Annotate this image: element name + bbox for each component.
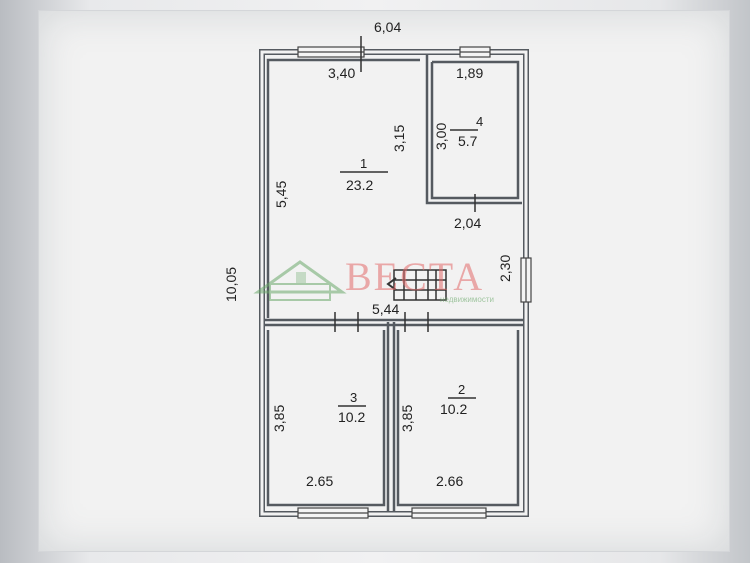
room3-number: 3 (350, 390, 357, 405)
room2-width-label: 2.66 (436, 473, 463, 489)
room1-inner (266, 58, 420, 318)
room4-width-label: 1,89 (456, 65, 483, 81)
room4-wall (425, 55, 522, 205)
corridor-height-label: 2,30 (497, 255, 513, 282)
window-top-right (459, 46, 491, 58)
window-top-left (297, 46, 365, 58)
room4-inner-wall (430, 60, 520, 200)
room2-number: 2 (458, 382, 465, 397)
watermark-tagline: недвижимости (440, 295, 494, 304)
window-bottom-right (411, 507, 487, 519)
room3-height-label: 3,85 (271, 405, 287, 432)
room1-right-wall-label: 3,15 (391, 125, 407, 152)
room4-height-label: 3,00 (433, 123, 449, 150)
room3-inner (266, 330, 386, 507)
window-bottom-left (297, 507, 369, 519)
window-right (520, 257, 532, 303)
interior-walls (265, 55, 523, 511)
windows (297, 46, 532, 519)
watermark-brand: ВЕСТА (345, 254, 484, 299)
staircase (386, 269, 447, 301)
room2-area: 10.2 (440, 401, 467, 417)
tick-marks (334, 36, 478, 407)
room2-height-label: 3,85 (399, 405, 415, 432)
room4-number: 4 (476, 114, 483, 129)
room1-height-label: 5,45 (273, 181, 289, 208)
overall-height-label: 10,05 (223, 267, 239, 302)
room3-area: 10.2 (338, 409, 365, 425)
room4-area: 5.7 (458, 133, 478, 149)
room3-width-label: 2.65 (306, 473, 333, 489)
room1-width-label: 3,40 (328, 65, 355, 81)
room2-inner (396, 330, 520, 507)
room1-area: 23.2 (346, 177, 373, 193)
corridor-width-label: 2,04 (454, 215, 481, 231)
watermark-house-icon (253, 260, 347, 301)
inner-width-label: 5,44 (372, 301, 399, 317)
room1-number: 1 (360, 156, 367, 171)
overall-width-label: 6,04 (374, 19, 401, 35)
